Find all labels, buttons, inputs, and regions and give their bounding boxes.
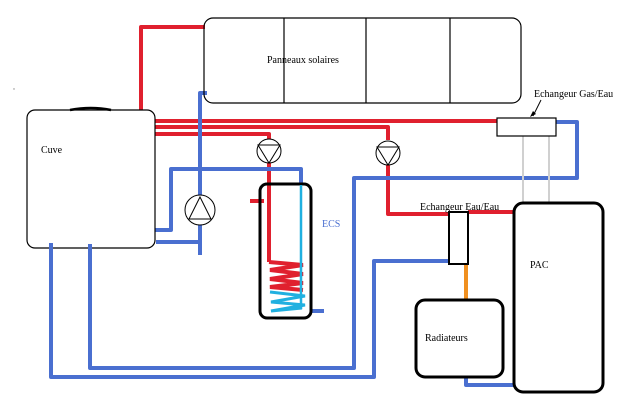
tank-top-cap — [69, 106, 112, 112]
arrowhead — [530, 111, 536, 117]
dhw-tank-ecs[interactable] — [258, 182, 313, 320]
pump-down-triangle-icon — [376, 146, 400, 166]
heat-pump-label: PAC — [530, 260, 549, 271]
tank-label: Cuve — [41, 145, 63, 156]
ecs-hot-coil — [268, 260, 304, 292]
radiators-label: Radiateurs — [425, 333, 468, 344]
pipe-cold-pump-to-cuve — [156, 226, 202, 244]
pump-ecs[interactable] — [256, 138, 282, 164]
pump-up-triangle-icon — [188, 195, 212, 220]
pump-solar[interactable] — [184, 194, 216, 226]
pump-down-triangle-icon — [257, 144, 281, 164]
pipe-hot-solar-supply — [139, 25, 205, 111]
tank-cuve[interactable]: Cuve — [26, 106, 156, 249]
pipes — [49, 25, 579, 387]
pipe-hot-to-pac-pump — [152, 125, 390, 140]
pipe-cold-radiators-to-pac — [464, 377, 520, 387]
ecs-cold-coil — [269, 290, 306, 313]
pipe-cold-gas-exchanger-loop — [88, 120, 579, 370]
solar-panels-label: Panneaux solaires — [267, 55, 339, 66]
radiators[interactable]: Radiateurs — [414, 298, 505, 379]
water-water-exchanger-label: Echangeur Eau/Eau — [420, 202, 499, 213]
solar-panels[interactable]: Panneaux solaires — [203, 17, 522, 104]
stray-dot — [13, 88, 15, 90]
dhw-tank-label: ECS — [322, 219, 340, 230]
pipe-cold-bottom-loop — [49, 243, 449, 379]
pipe-cold-cuve-to-ecs — [153, 167, 303, 232]
pump-pac[interactable] — [375, 140, 401, 166]
pipe-cold-solar-up — [198, 91, 207, 195]
gas-water-exchanger[interactable] — [496, 117, 557, 137]
gas-water-exchanger-label: Echangeur Gas/Eau — [534, 89, 613, 100]
water-water-exchanger[interactable] — [448, 211, 469, 265]
pipe-hot-to-ecs-pump — [152, 132, 271, 140]
heat-pump-pac[interactable]: PAC — [512, 201, 605, 394]
